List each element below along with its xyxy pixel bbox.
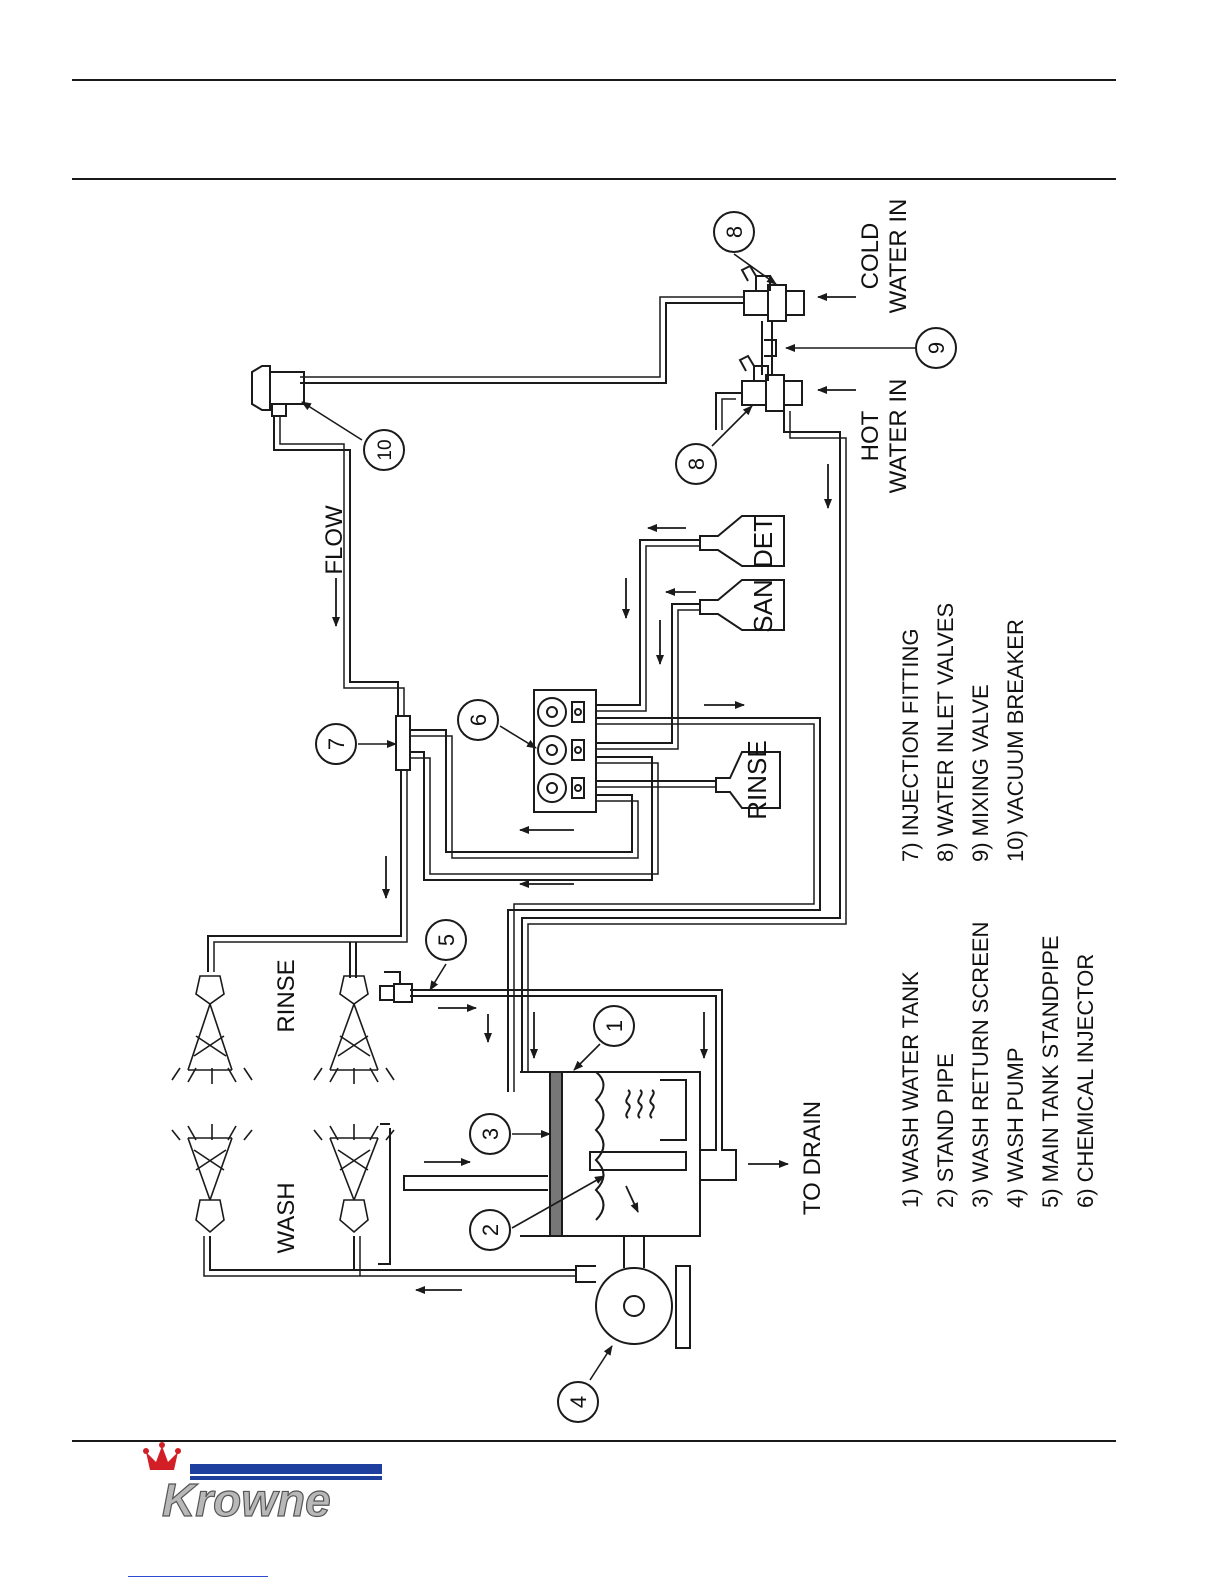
legend-item-3: 3) WASH RETURN SCREEN xyxy=(968,922,993,1208)
callout-8-cold-label: 8 xyxy=(722,226,747,238)
wash-return-screen xyxy=(550,1072,562,1236)
main-tank-standpipe xyxy=(410,990,736,1180)
stand-pipe xyxy=(590,1152,686,1170)
callout-9-label: 9 xyxy=(924,342,949,354)
callout-2-label: 2 xyxy=(478,1224,503,1236)
legend-item-6: 6) CHEMICAL INJECTOR xyxy=(1073,954,1098,1208)
legend-item-4: 4) WASH PUMP xyxy=(1003,1047,1028,1208)
callout-7-label: 7 xyxy=(324,738,349,750)
hot-water-label-line2: WATER IN xyxy=(885,379,912,494)
callout-1-label: 1 xyxy=(602,1020,627,1032)
flow-label: FLOW xyxy=(321,505,348,575)
callout-5-label: 5 xyxy=(434,934,459,946)
injection-fitting xyxy=(396,716,410,770)
wash-water-tank xyxy=(520,1072,700,1236)
legend-item-10: 10) VACUUM BREAKER xyxy=(1003,619,1028,862)
hot-water-label-line1: HOT xyxy=(857,410,884,461)
wash-pump xyxy=(576,1236,690,1348)
rinse-bottle-label: RINSE xyxy=(742,740,772,819)
legend-item-7: 7) INJECTION FITTING xyxy=(898,629,923,862)
callout-8-hot-label: 8 xyxy=(684,458,709,470)
rinse-arms-label: RINSE xyxy=(273,959,300,1032)
san-label: SAN xyxy=(748,579,778,632)
callout-10-label: 10 xyxy=(375,439,396,460)
to-drain-label: TO DRAIN xyxy=(799,1101,826,1215)
krowne-logo: Krowne xyxy=(140,1440,390,1528)
cold-water-inlet-valve xyxy=(742,266,804,321)
legend-item-2: 2) STAND PIPE xyxy=(933,1053,958,1208)
wash-supply-pipe xyxy=(404,1176,548,1190)
crown-icon xyxy=(146,1446,178,1470)
hot-water-to-tank-pipe xyxy=(522,411,840,1072)
legend-item-9: 9) MIXING VALVE xyxy=(968,684,993,862)
supply-pipe-to-vacuum-breaker xyxy=(300,303,744,383)
legend-item-8: 8) WATER INLET VALVES xyxy=(933,603,958,862)
wash-arms-label: WASH xyxy=(273,1182,300,1253)
legend-item-5: 5) MAIN TANK STANDPIPE xyxy=(1038,935,1063,1208)
callout-4-label: 4 xyxy=(566,1396,591,1408)
det-label: DET xyxy=(748,516,778,568)
callout-3-label: 3 xyxy=(478,1128,503,1140)
footer-link-underline xyxy=(128,1576,268,1577)
legend: 1) WASH WATER TANK 2) STAND PIPE 3) WASH… xyxy=(898,603,1098,1208)
cold-water-label-line1: COLD xyxy=(857,223,884,290)
legend-item-1: 1) WASH WATER TANK xyxy=(898,971,923,1208)
chemical-injector xyxy=(534,690,596,812)
callout-6-label: 6 xyxy=(466,714,491,726)
vacuum-breaker xyxy=(252,366,304,416)
krowne-wordmark: Krowne xyxy=(162,1474,331,1526)
cold-water-label-line2: WATER IN xyxy=(885,199,912,314)
